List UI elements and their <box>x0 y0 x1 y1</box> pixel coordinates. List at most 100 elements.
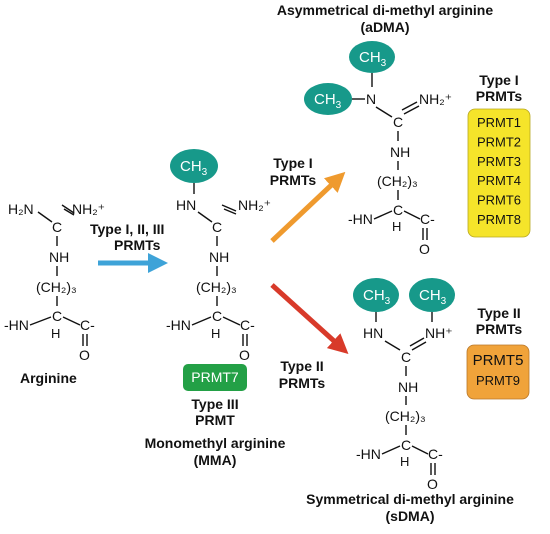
type2-panel-label-1: Type II <box>477 305 520 321</box>
bond <box>197 211 213 223</box>
mma-hn-top: HN <box>176 197 196 213</box>
mma-label-1: Monomethyl arginine <box>145 435 286 451</box>
arginine-nh: NH <box>49 249 69 265</box>
arginine-c-alpha: C <box>52 308 62 324</box>
bond <box>411 445 429 455</box>
adma-title-1: Asymmetrical di-methyl arginine <box>277 2 494 18</box>
enzyme-label: PRMT3 <box>477 154 521 169</box>
arrow-type2: Type II PRMTs <box>270 283 349 391</box>
adma-nh2plus: NH₂⁺ <box>419 91 452 107</box>
arrow-type2-label-2: PRMTs <box>279 375 326 391</box>
mma-o: O <box>239 347 250 363</box>
sdma-o: O <box>427 476 438 492</box>
bond <box>409 337 425 347</box>
arginine-hn: -HN <box>4 317 29 333</box>
bond <box>222 316 241 326</box>
adma-n: N <box>366 91 376 107</box>
bond <box>62 316 81 326</box>
type1-enzyme-box <box>467 108 531 238</box>
type3-label-1: Type III <box>191 396 238 412</box>
adma-structure: Asymmetrical di-methyl arginine (aDMA) C… <box>277 2 494 257</box>
bond <box>29 316 52 326</box>
arginine-nh2plus: NH₂⁺ <box>72 201 105 217</box>
bond <box>61 204 75 214</box>
mma-ch2: (CH₂)₃ <box>196 279 237 295</box>
arrow-type1-label-1: Type I <box>273 155 312 171</box>
bond <box>403 210 421 220</box>
enzyme-label: PRMT1 <box>477 115 521 130</box>
bond <box>223 208 237 215</box>
sdma-ch2: (CH₂)₃ <box>385 408 426 424</box>
mma-hn: -HN <box>166 317 191 333</box>
bond <box>375 106 393 118</box>
adma-c-minus: C- <box>420 211 435 227</box>
ch3-label: CH3 <box>419 287 447 307</box>
adma-hn: -HN <box>348 211 373 227</box>
sdma-h: H <box>400 454 409 469</box>
bond <box>221 204 237 212</box>
type2-panel-label-2: PRMTs <box>476 321 523 337</box>
enzyme-label: PRMT2 <box>477 134 521 149</box>
mma-nh: NH <box>209 249 229 265</box>
bond <box>381 445 401 455</box>
arginine-o: O <box>79 347 90 363</box>
adma-nh: NH <box>390 144 410 160</box>
arginine-label: Arginine <box>20 370 77 386</box>
bond <box>37 211 53 223</box>
type1-panel-label-1: Type I <box>479 72 518 88</box>
ch3-bubble <box>409 278 455 312</box>
arrow-type2-label-1: Type II <box>280 358 323 374</box>
arrow-type1-label-2: PRMTs <box>270 172 317 188</box>
ch3-bubble <box>304 83 352 115</box>
arrow-orange <box>270 171 346 243</box>
type1-panel-label-2: PRMTs <box>476 88 523 104</box>
ch3-label: CH3 <box>359 49 387 69</box>
bond <box>191 316 212 326</box>
arginine-c-center: C <box>52 219 62 235</box>
prmt7-box <box>183 364 247 391</box>
sdma-hn-top: HN <box>363 325 383 341</box>
type2-enzyme-box <box>466 344 530 400</box>
ch3-bubble <box>353 278 399 312</box>
arrow-all-types-label-1: Type I, II, III <box>90 221 164 237</box>
adma-c-center: C <box>393 114 403 130</box>
ch3-label: CH3 <box>363 287 391 307</box>
arrow-type1: Type I PRMTs <box>270 155 346 243</box>
sdma-hn: -HN <box>356 446 381 462</box>
bond <box>373 210 393 220</box>
bond <box>384 340 401 351</box>
bond <box>411 341 427 351</box>
type3-label-2: PRMT <box>195 412 235 428</box>
adma-ch2: (CH₂)₃ <box>377 173 418 189</box>
mma-structure: CH3 HN NH₂⁺ C NH (CH₂)₃ C H -HN C- O PRM… <box>145 149 286 468</box>
enzyme-label: PRMT5 <box>473 352 524 369</box>
ch3-bubble <box>349 41 395 73</box>
adma-o: O <box>419 241 430 257</box>
arginine-h: H <box>51 326 60 341</box>
mma-c-center: C <box>212 219 222 235</box>
arginine-c-minus: C- <box>80 317 95 333</box>
type1-panel: Type I PRMTs PRMT1PRMT2PRMT3PRMT4PRMT6PR… <box>467 72 531 238</box>
arrow-all-types-label-2: PRMTs <box>114 237 161 253</box>
bond <box>401 101 418 111</box>
prmt7-label: PRMT7 <box>191 369 239 385</box>
bond <box>63 208 75 216</box>
ch3-label: CH3 <box>314 91 342 111</box>
ch3-bubble <box>170 149 218 183</box>
enzyme-label: PRMT9 <box>476 373 520 388</box>
sdma-title-2: (sDMA) <box>386 508 435 524</box>
enzyme-label: PRMT4 <box>477 173 521 188</box>
ch3-label: CH3 <box>180 158 208 178</box>
arginine-ch2: (CH₂)₃ <box>36 279 77 295</box>
arginine-structure: H₂N NH₂⁺ C NH (CH₂)₃ C H -HN C- O Argini… <box>4 201 105 386</box>
mma-c-minus: C- <box>240 317 255 333</box>
arrow-red <box>270 283 349 355</box>
enzyme-label: PRMT6 <box>477 193 521 208</box>
adma-title-2: (aDMA) <box>361 19 410 35</box>
mma-nh2plus: NH₂⁺ <box>238 197 271 213</box>
